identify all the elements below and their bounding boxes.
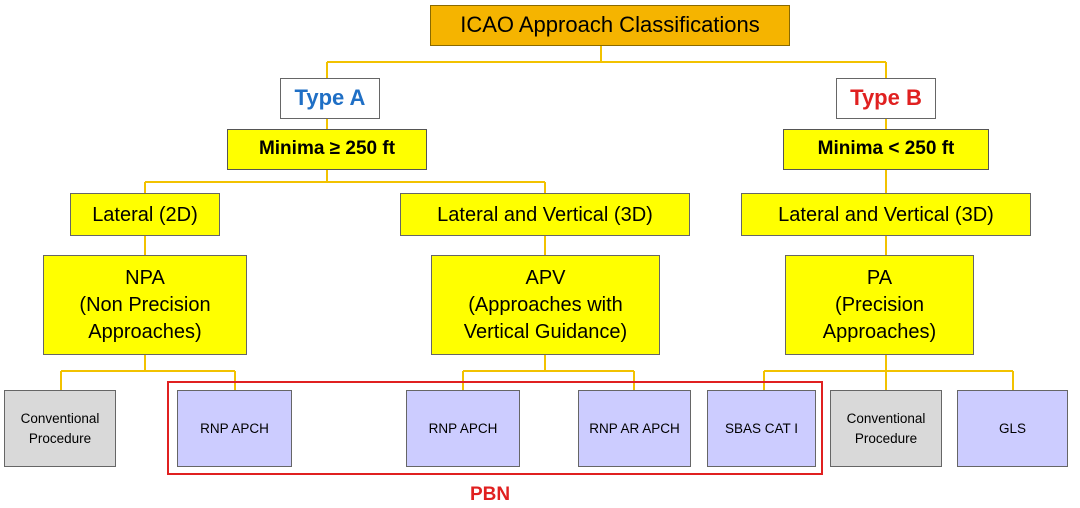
type-b-label: Type B bbox=[850, 85, 922, 111]
pbn-label: PBN bbox=[470, 484, 511, 505]
sbas-cat-i-node: SBAS CAT I bbox=[707, 390, 816, 467]
conventional-b-line1: Conventional bbox=[846, 410, 926, 426]
pa-title: PA bbox=[866, 266, 893, 289]
gls-node: GLS bbox=[957, 390, 1068, 467]
conventional-a-line2: Procedure bbox=[28, 430, 92, 446]
npa-node: NPA (Non Precision Approaches) bbox=[43, 255, 247, 355]
npa-desc-line1: (Non Precision bbox=[79, 293, 211, 316]
type-a-minima-node: Minima ≥ 250 ft bbox=[227, 129, 427, 170]
type-a-minima-label: Minima ≥ 250 ft bbox=[258, 138, 396, 160]
lateral-vertical-3d-type-b-label: Lateral and Vertical (3D) bbox=[778, 203, 994, 226]
type-b-node: Type B bbox=[836, 78, 936, 119]
rnp-apch-apv-label: RNP APCH bbox=[428, 420, 498, 436]
root-label: ICAO Approach Classifications bbox=[460, 12, 760, 38]
root-node: ICAO Approach Classifications bbox=[430, 5, 790, 46]
pa-node: PA (Precision Approaches) bbox=[785, 255, 974, 355]
conventional-procedure-type-b-node: Conventional Procedure bbox=[830, 390, 942, 467]
apv-node: APV (Approaches with Vertical Guidance) bbox=[431, 255, 660, 355]
rnp-apch-npa-node: RNP APCH bbox=[177, 390, 292, 467]
apv-desc-line2: Vertical Guidance) bbox=[463, 320, 628, 343]
lateral-vertical-3d-type-b-node: Lateral and Vertical (3D) bbox=[741, 193, 1031, 236]
conventional-procedure-type-a-node: Conventional Procedure bbox=[4, 390, 116, 467]
sbas-cat-i-label: SBAS CAT I bbox=[724, 420, 799, 436]
type-b-minima-node: Minima < 250 ft bbox=[783, 129, 989, 170]
type-b-minima-label: Minima < 250 ft bbox=[817, 138, 955, 160]
rnp-apch-apv-node: RNP APCH bbox=[406, 390, 520, 467]
gls-label: GLS bbox=[998, 420, 1026, 436]
lateral-vertical-3d-type-a-node: Lateral and Vertical (3D) bbox=[400, 193, 690, 236]
apv-title: APV bbox=[525, 266, 566, 289]
pa-desc-line2: Approaches) bbox=[822, 320, 937, 343]
npa-title: NPA bbox=[125, 266, 165, 289]
rnp-apch-npa-label: RNP APCH bbox=[200, 420, 269, 436]
lateral-2d-node: Lateral (2D) bbox=[70, 193, 220, 236]
pa-desc-line1: (Precision bbox=[835, 293, 924, 316]
lateral-vertical-3d-type-a-label: Lateral and Vertical (3D) bbox=[437, 203, 653, 226]
conventional-a-line1: Conventional bbox=[20, 410, 100, 426]
conventional-b-line2: Procedure bbox=[854, 430, 918, 446]
rnp-ar-apch-label: RNP AR APCH bbox=[589, 420, 680, 436]
type-a-label: Type A bbox=[294, 85, 366, 111]
apv-desc-line1: (Approaches with bbox=[468, 293, 623, 316]
rnp-ar-apch-node: RNP AR APCH bbox=[578, 390, 691, 467]
lateral-2d-label: Lateral (2D) bbox=[92, 203, 198, 226]
npa-desc-line2: Approaches) bbox=[88, 320, 202, 343]
pbn-frame bbox=[167, 381, 823, 475]
type-a-node: Type A bbox=[280, 78, 380, 119]
